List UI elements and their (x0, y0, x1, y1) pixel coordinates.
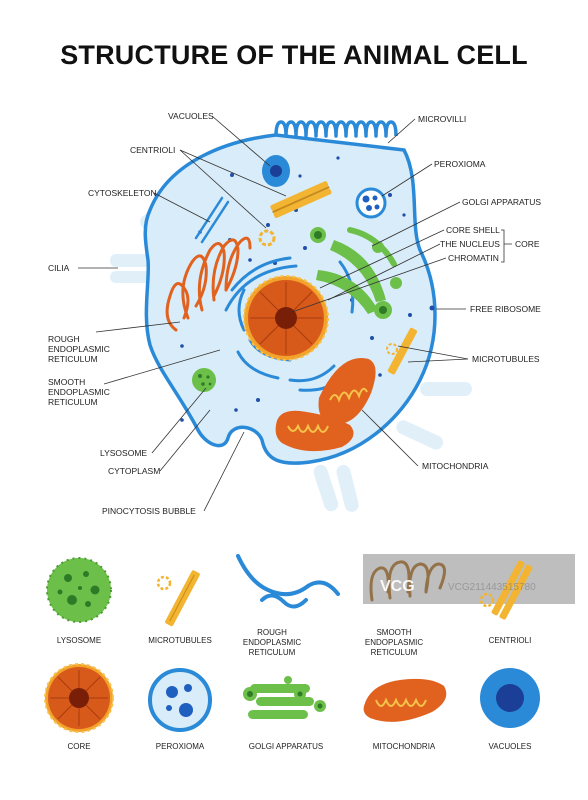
legend-label-smooth-er: SMOOTH ENDOPLASMIC RETICULUM (364, 628, 424, 657)
label-pinocytosis: PINOCYTOSIS BUBBLE (102, 506, 196, 516)
label-free-ribosome: FREE RIBOSOME (470, 304, 541, 314)
legend-icon-centrioli (479, 560, 533, 620)
peroxioma (355, 187, 387, 219)
animal-cell (110, 120, 472, 512)
legend-label-centrioli: CENTRIOLI (488, 636, 532, 645)
label-centrioli: CENTRIOLI (130, 145, 175, 155)
legend-label-microtubules: MICROTUBULES (148, 636, 212, 645)
legend-label-mitochondria: MITOCHONDRIA (372, 742, 436, 751)
label-chromatin: CHROMATIN (448, 253, 499, 263)
legend-label-golgi: GOLGI APPARATUS (248, 742, 324, 751)
legend-label-core: CORE (67, 742, 91, 751)
label-smooth-er-3: RETICULUM (48, 397, 98, 407)
legend-label-lysosome: LYSOSOME (56, 636, 102, 645)
microtubule (387, 327, 418, 375)
label-rough-er-3: RETICULUM (48, 354, 98, 364)
watermark-box (363, 554, 575, 604)
legend-label-peroxioma: PEROXIOMA (155, 742, 205, 751)
watermark-logo: VCG (380, 578, 415, 595)
label-cilia: CILIA (48, 263, 70, 273)
golgi-apparatus (310, 227, 402, 319)
label-microvilli: MICROVILLI (418, 114, 466, 124)
microtubule-ring (386, 343, 398, 355)
watermark-id: VCG211443515780 (448, 582, 536, 593)
label-lysosome: LYSOSOME (100, 448, 147, 458)
legend-label-rough-er: ROUGH ENDOPLASMIC RETICULUM (242, 628, 302, 657)
mitochondria (275, 357, 376, 452)
rough-er (165, 236, 252, 332)
label-smooth-er-1: SMOOTH (48, 377, 85, 387)
legend-icon-lysosome (46, 557, 112, 623)
nucleus (243, 275, 329, 361)
lysosome (192, 368, 216, 392)
label-golgi: GOLGI APPARATUS (462, 197, 541, 207)
cytoskeleton (194, 196, 230, 244)
centriole (270, 181, 332, 218)
legend-icon-smooth-er (369, 560, 446, 602)
label-cytoskeleton: CYTOSKELETON (88, 188, 157, 198)
label-smooth-er-2: ENDOPLASMIC (48, 387, 110, 397)
legend-icon-peroxioma (148, 668, 212, 732)
legend-icon-golgi (243, 676, 326, 719)
label-rough-er-1: ROUGH (48, 334, 80, 344)
leader-lines (78, 115, 512, 512)
centriole-ring (258, 229, 276, 247)
label-core-shell: CORE SHELL (446, 225, 500, 235)
page-title: STRUCTURE OF THE ANIMAL CELL (60, 40, 528, 70)
label-core: CORE (515, 239, 540, 249)
label-peroxioma: PEROXIOMA (434, 159, 486, 169)
label-mitochondria: MITOCHONDRIA (422, 461, 489, 471)
label-nucleus: THE NUCLEUS (440, 239, 500, 249)
legend-icon-microtubules (156, 570, 200, 627)
label-microtubules: MICROTUBULES (472, 354, 540, 364)
vacuole (262, 155, 290, 187)
microvilli (274, 120, 398, 138)
label-cytoplasm: CYTOPLASM (108, 466, 160, 476)
labels: VACUOLES CENTRIOLI CYTOSKELETON CILIA RO… (48, 111, 541, 516)
label-vacuoles: VACUOLES (168, 111, 214, 121)
label-rough-er-2: ENDOPLASMIC (48, 344, 110, 354)
legend-icon-rough-er (236, 554, 340, 609)
legend-icon-core (44, 663, 114, 733)
legend-icon-vacuoles (480, 668, 540, 728)
legend-icon-mitochondria (363, 678, 447, 722)
legend-label-vacuoles: VACUOLES (488, 742, 532, 751)
